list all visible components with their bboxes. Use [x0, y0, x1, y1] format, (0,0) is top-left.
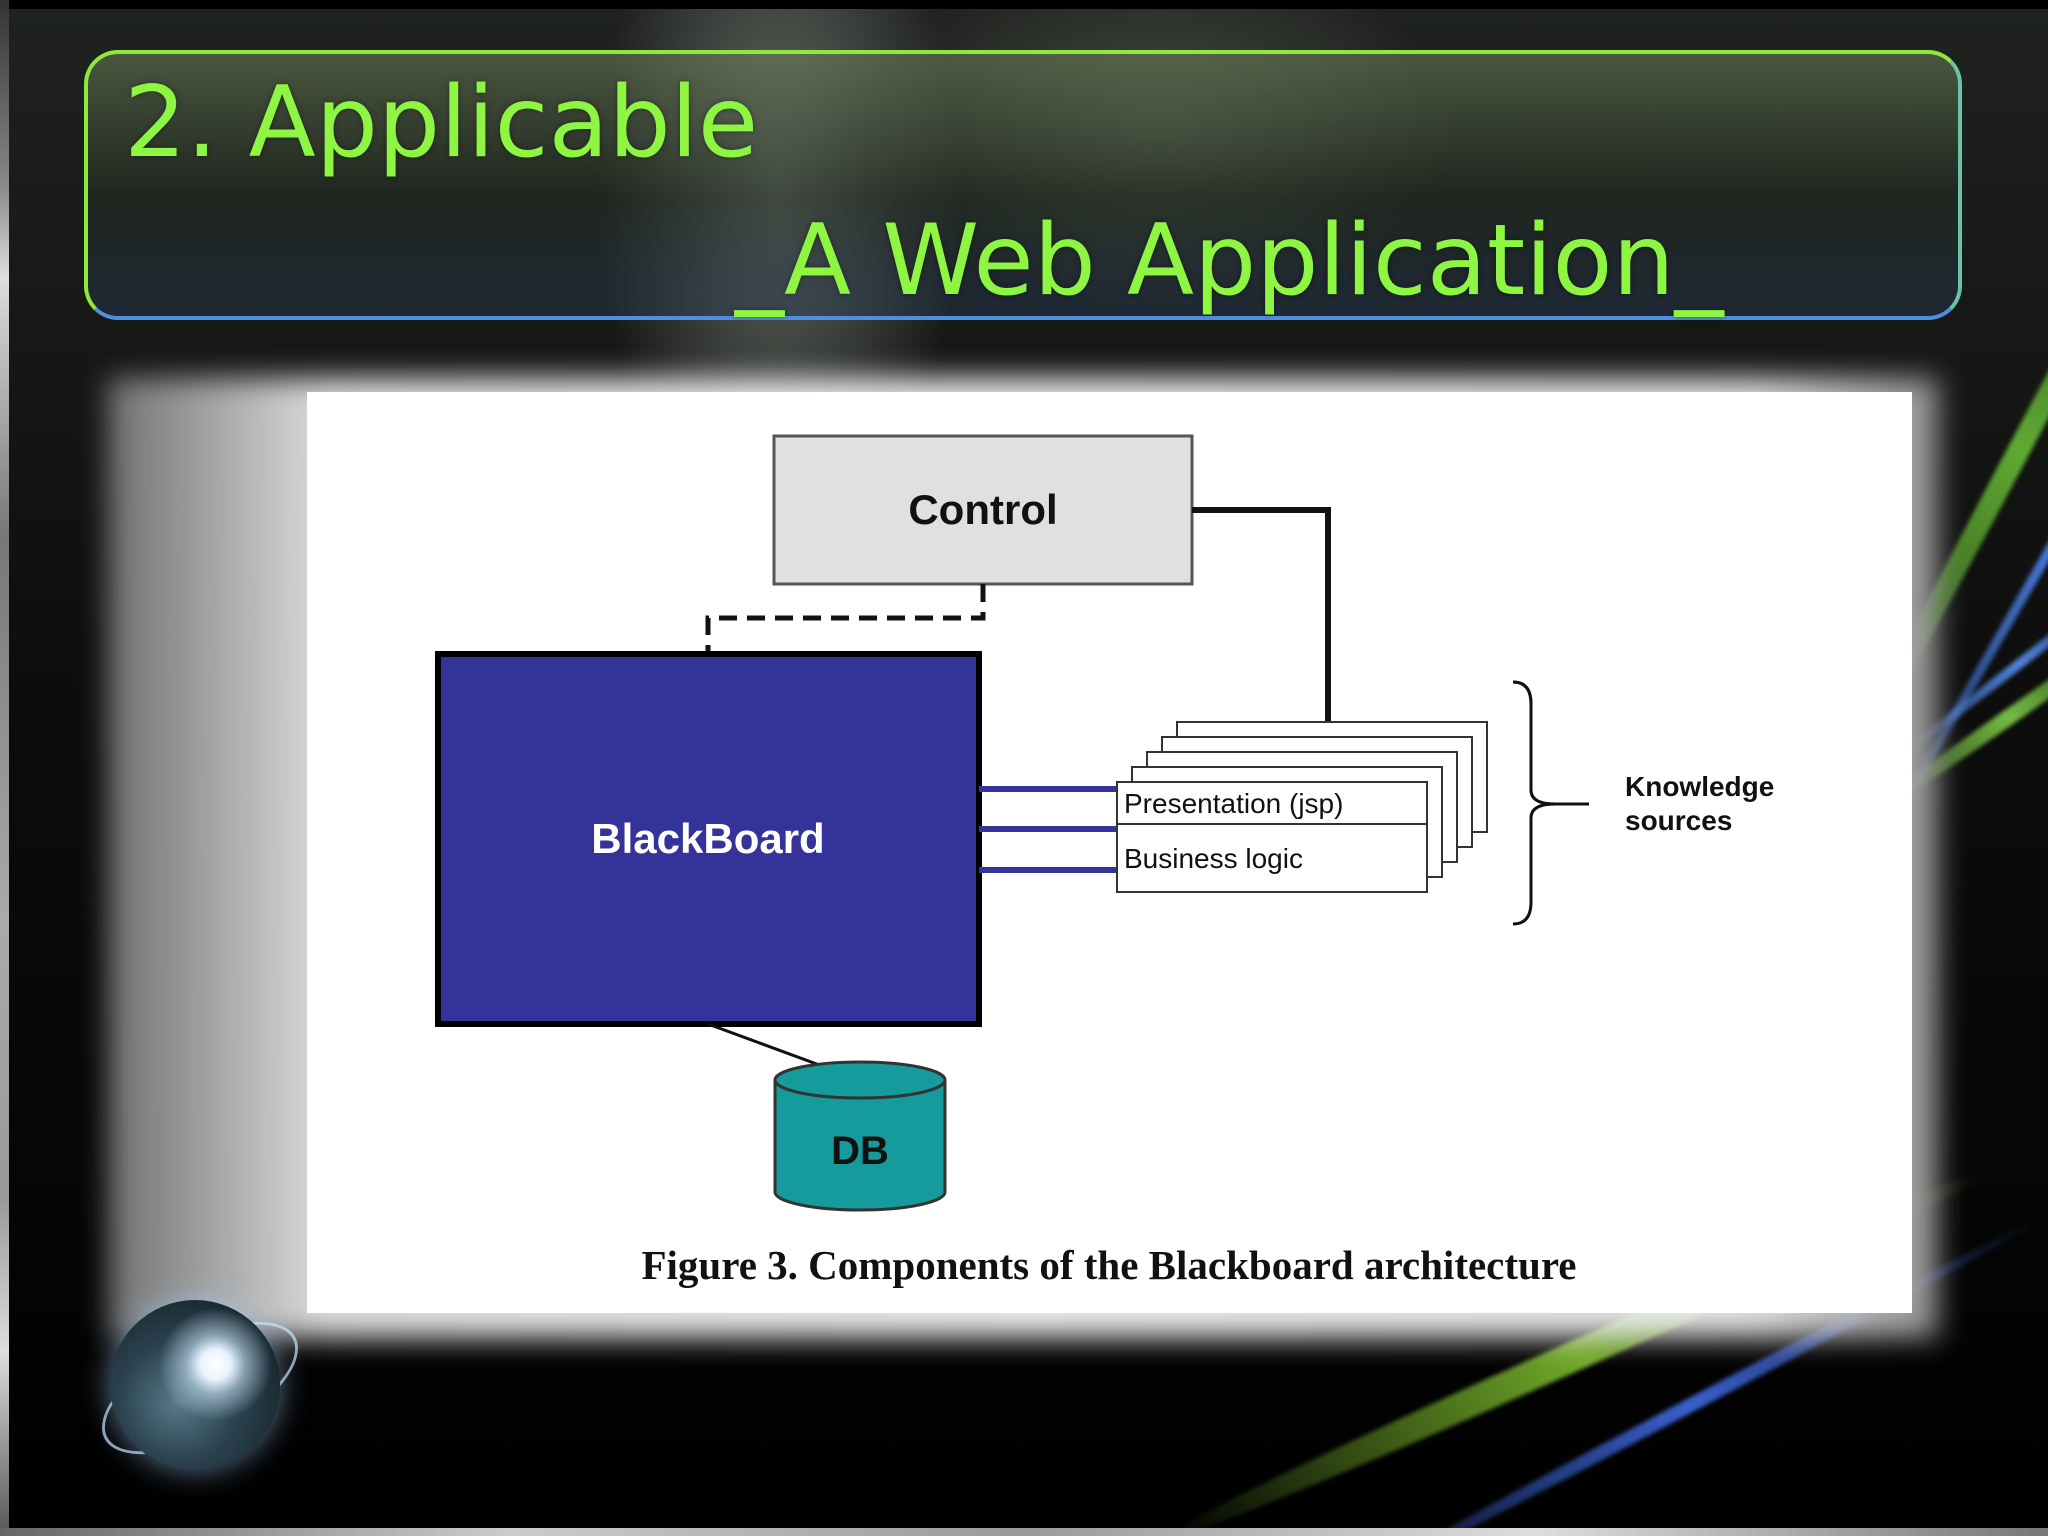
- control-blackboard-dashed-link: [705, 584, 986, 654]
- slide-bottom-edge: [0, 1528, 2048, 1536]
- db-label: DB: [831, 1129, 889, 1173]
- db-cylinder-body: [773, 1080, 947, 1212]
- globe-logo: [110, 1300, 280, 1470]
- slide-title-line-2: _A Web Application_: [735, 204, 1724, 318]
- slide-title-line-1: 2. Applicable: [124, 66, 759, 180]
- blackboard-label: BlackBoard: [591, 815, 824, 862]
- architecture-figure: Control BlackBoard Presentation (jsp) Bu…: [307, 392, 1912, 1313]
- blackboard-architecture-diagram: Control BlackBoard Presentation (jsp) Bu…: [435, 434, 1774, 1288]
- knowledge-brace-top: [1512, 680, 1533, 705]
- control-knowledge-link: [1192, 507, 1331, 722]
- knowledge-card-front: [1116, 781, 1428, 893]
- title-panel: [84, 50, 1962, 320]
- figure-caption: Figure 3. Components of the Blackboard a…: [642, 1242, 1577, 1288]
- control-label: Control: [908, 486, 1057, 533]
- knowledge-sources-label-1: Knowledge: [1625, 771, 1774, 802]
- knowledge-brace: [1512, 680, 1556, 926]
- knowledge-sources-label-2: sources: [1625, 805, 1732, 836]
- presentation-label: Presentation (jsp): [1124, 788, 1343, 819]
- slide-left-edge: [0, 0, 9, 1536]
- blackboard-box: [435, 651, 982, 1027]
- db-cylinder-top: [773, 1060, 947, 1100]
- business-logic-label: Business logic: [1124, 843, 1303, 874]
